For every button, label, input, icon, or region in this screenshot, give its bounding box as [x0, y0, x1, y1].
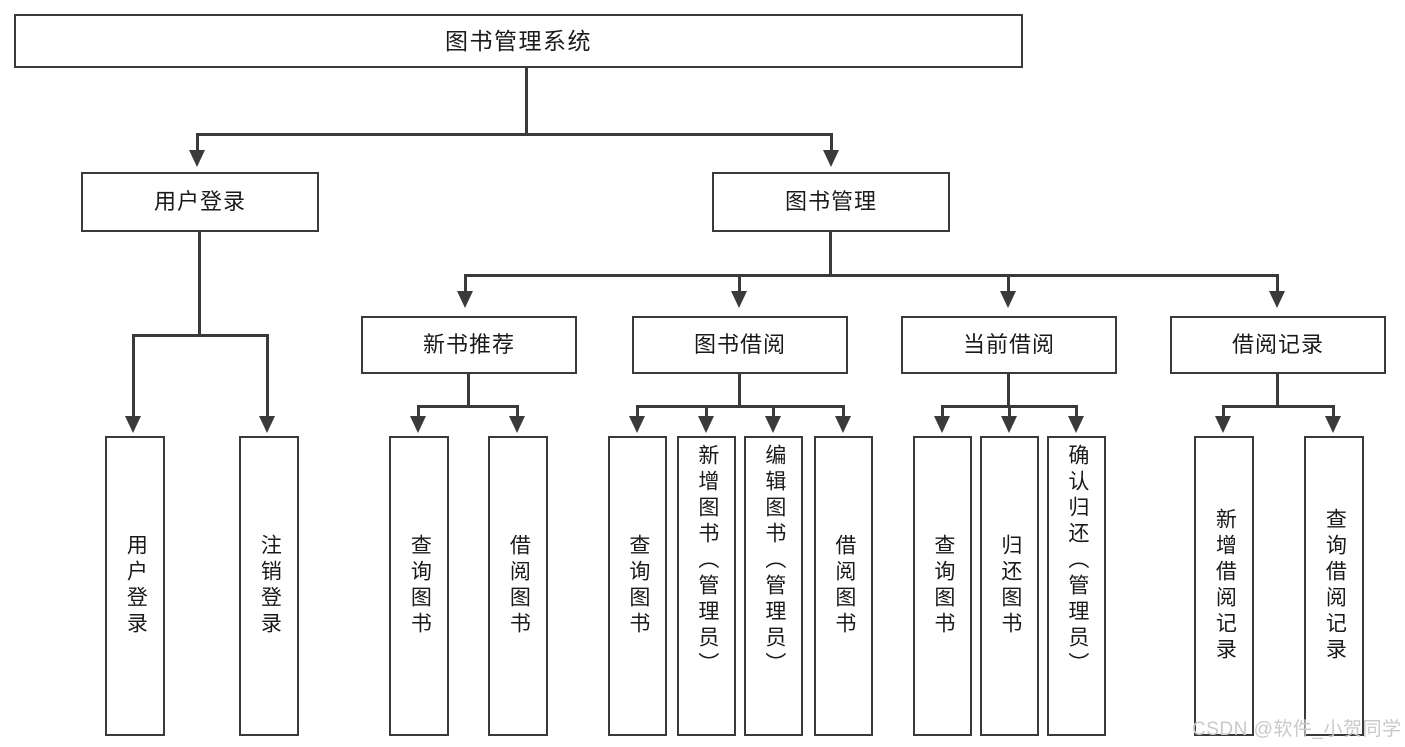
connector-book-borrow-bus	[636, 405, 845, 408]
leaf-user-login[interactable]: 用户登录	[105, 436, 165, 736]
connector-root-leg-left	[196, 133, 199, 151]
node-book-borrow[interactable]: 图书借阅	[632, 316, 848, 374]
node-label: 图书借阅	[693, 332, 786, 358]
connector-new-book-bus	[417, 405, 519, 408]
arrow-to-leaf-confirm-return	[1068, 416, 1084, 433]
connector-current-borrow-leg-2	[1008, 405, 1011, 417]
connector-borrow-record-bus	[1222, 405, 1335, 408]
node-borrow-record[interactable]: 借阅记录	[1170, 316, 1386, 374]
connector-book-borrow-leg-1	[636, 405, 639, 417]
arrow-to-leaf-add-record	[1215, 416, 1231, 433]
connector-book-manage-stem	[829, 232, 832, 276]
connector-root-bus	[196, 133, 833, 136]
leaf-query-book-1[interactable]: 查询图书	[389, 436, 449, 736]
leaf-query-book-3[interactable]: 查询图书	[913, 436, 972, 736]
connector-new-book-leg-2	[516, 405, 519, 417]
connector-user-login-leg-2	[266, 334, 269, 417]
node-new-book-recommend[interactable]: 新书推荐	[361, 316, 577, 374]
leaf-edit-book[interactable]: 编辑图书（管理员）	[744, 436, 803, 736]
leaf-label: 用户登录	[124, 534, 148, 638]
arrow-to-new-book-recommend	[457, 291, 473, 308]
node-book-manage[interactable]: 图书管理	[712, 172, 950, 232]
arrow-to-leaf-query-book-2	[629, 416, 645, 433]
connector-new-book-stem	[467, 374, 470, 408]
node-label: 用户登录	[153, 189, 246, 215]
leaf-logout-login[interactable]: 注销登录	[239, 436, 299, 736]
node-label: 当前借阅	[962, 332, 1055, 358]
arrow-to-leaf-query-book-3	[934, 416, 950, 433]
connector-book-borrow-leg-2	[705, 405, 708, 417]
arrow-to-leaf-borrow-book-2	[835, 416, 851, 433]
arrow-to-leaf-add-book	[698, 416, 714, 433]
node-current-borrow[interactable]: 当前借阅	[901, 316, 1117, 374]
connector-borrow-record-leg-2	[1332, 405, 1335, 417]
connector-user-login-stem	[198, 232, 201, 336]
csdn-watermark: CSDN @软件_小贺同学	[1192, 719, 1402, 740]
node-label: 新书推荐	[422, 332, 515, 358]
leaf-label: 编辑图书（管理员）	[762, 444, 786, 678]
arrow-to-leaf-borrow-book-1	[509, 416, 525, 433]
leaf-label: 归还图书	[998, 534, 1022, 638]
leaf-label: 新增借阅记录	[1213, 508, 1237, 664]
connector-root-stem	[525, 68, 528, 135]
leaf-borrow-book-1[interactable]: 借阅图书	[488, 436, 548, 736]
leaf-query-book-2[interactable]: 查询图书	[608, 436, 667, 736]
node-label: 借阅记录	[1231, 332, 1324, 358]
connector-new-book-leg-1	[417, 405, 420, 417]
leaf-confirm-return[interactable]: 确认归还（管理员）	[1047, 436, 1106, 736]
leaf-label: 借阅图书	[507, 534, 531, 638]
connector-root-leg-right	[830, 133, 833, 151]
connector-book-manage-bus	[464, 274, 1279, 277]
connector-borrow-record-stem	[1276, 374, 1279, 408]
leaf-label: 查询借阅记录	[1323, 508, 1347, 664]
arrow-to-leaf-user-login	[125, 416, 141, 433]
connector-book-borrow-leg-3	[772, 405, 775, 417]
leaf-query-record[interactable]: 查询借阅记录	[1304, 436, 1364, 736]
leaf-label: 查询图书	[408, 534, 432, 638]
arrow-to-leaf-return-book	[1001, 416, 1017, 433]
connector-user-login-leg-1	[132, 334, 135, 417]
connector-current-borrow-leg-1	[941, 405, 944, 417]
connector-book-manage-leg-4	[1276, 274, 1279, 292]
leaf-add-book[interactable]: 新增图书（管理员）	[677, 436, 736, 736]
connector-book-borrow-stem	[738, 374, 741, 408]
leaf-label: 新增图书（管理员）	[695, 444, 719, 678]
leaf-add-record[interactable]: 新增借阅记录	[1194, 436, 1254, 736]
arrow-to-leaf-logout-login	[259, 416, 275, 433]
arrow-to-book-manage	[823, 150, 839, 167]
leaf-label: 确认归还（管理员）	[1065, 444, 1089, 678]
leaf-label: 查询图书	[626, 534, 650, 638]
arrow-to-borrow-record	[1269, 291, 1285, 308]
arrow-to-user-login	[189, 150, 205, 167]
leaf-label: 注销登录	[258, 534, 282, 638]
arrow-to-leaf-query-book-1	[410, 416, 426, 433]
leaf-borrow-book-2[interactable]: 借阅图书	[814, 436, 873, 736]
arrow-to-leaf-query-record	[1325, 416, 1341, 433]
connector-book-borrow-leg-4	[842, 405, 845, 417]
connector-book-manage-leg-1	[464, 274, 467, 292]
arrow-to-current-borrow	[1000, 291, 1016, 308]
node-book-management-system[interactable]: 图书管理系统	[14, 14, 1023, 68]
connector-current-borrow-leg-3	[1075, 405, 1078, 417]
leaf-label: 查询图书	[931, 534, 955, 638]
node-user-login[interactable]: 用户登录	[81, 172, 319, 232]
leaf-return-book[interactable]: 归还图书	[980, 436, 1039, 736]
arrow-to-book-borrow	[731, 291, 747, 308]
connector-current-borrow-stem	[1007, 374, 1010, 408]
connector-book-manage-leg-2	[738, 274, 741, 292]
node-label: 图书管理系统	[445, 27, 592, 54]
connector-borrow-record-leg-1	[1222, 405, 1225, 417]
leaf-label: 借阅图书	[832, 534, 856, 638]
connector-book-manage-leg-3	[1007, 274, 1010, 292]
arrow-to-leaf-edit-book	[765, 416, 781, 433]
node-label: 图书管理	[784, 189, 877, 215]
connector-user-login-bus	[132, 334, 269, 337]
